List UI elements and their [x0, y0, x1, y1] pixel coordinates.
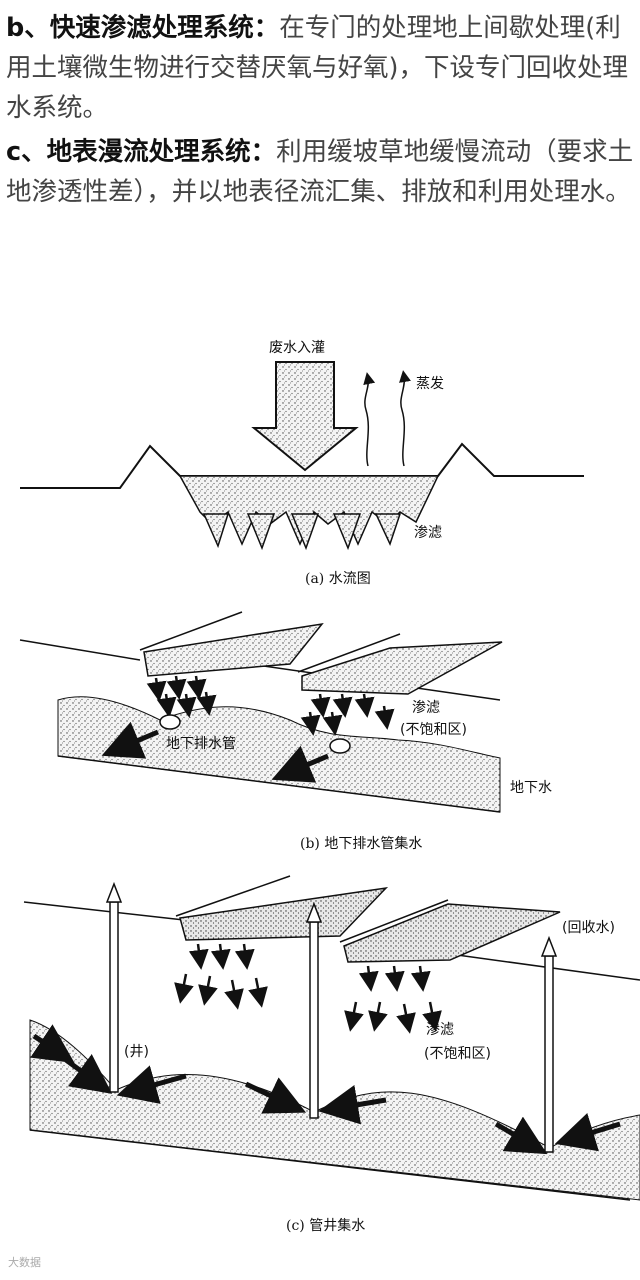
plot-b-1-edge: [139, 611, 243, 651]
text-block: b、快速渗滤处理系统：在专门的处理地上间歇处理(利用土壤微生物进行交替厌氧与好氧…: [6, 8, 636, 216]
well-pipe-2: [309, 921, 319, 1119]
caption-a: (a) 水流图: [305, 571, 371, 587]
drain-flow-arrow-2: [271, 745, 329, 783]
bottom-line-c: [29, 1129, 631, 1201]
label-unsaturated-c: (不饱和区): [424, 1046, 491, 1062]
evaporation-arrow-2: [399, 370, 411, 467]
well-pipe-1: [109, 901, 119, 1093]
label-drain-pipe: 地下排水管: [166, 736, 236, 752]
plot-c-1: [179, 886, 389, 941]
seepage-arrows-c1: [174, 943, 268, 1010]
label-seepage-b: 渗滤: [412, 700, 440, 716]
well-pipe-3: [544, 955, 554, 1153]
groundwater-flow-arrows: [30, 1024, 621, 1155]
seepage-arrows-b2: [300, 693, 395, 736]
diagram-c: (井) (回收水) 渗滤 (不饱和区) (c) 管井集水: [23, 875, 640, 1234]
paragraph-c: c、地表漫流处理系统：利用缓坡草地缓慢流动（要求土地渗透性差），并以地表径流汇集…: [6, 132, 636, 212]
evaporation-arrow-1: [363, 372, 376, 467]
well-pipes: [105, 881, 558, 1153]
label-seepage-a: 渗滤: [414, 525, 442, 541]
seepage-arrows-c2: [344, 965, 442, 1034]
plot-c-2-edge: [339, 899, 449, 943]
well-arrow-3: [540, 935, 558, 957]
diagram-b: 渗滤 (不饱和区) 地下排水管 地下水 (b) 地下排水管集水: [19, 611, 552, 852]
caption-b: (b) 地下排水管集水: [300, 835, 422, 852]
drain-pipe-1: [159, 714, 181, 730]
infiltration-basin: [178, 475, 440, 546]
plot-b-1: [143, 622, 324, 677]
label-evaporation: 蒸发: [416, 376, 444, 392]
label-unsaturated-b: (不饱和区): [400, 722, 467, 738]
paragraph-b: b、快速渗滤处理系统：在专门的处理地上间歇处理(利用土壤微生物进行交替厌氧与好氧…: [6, 8, 636, 128]
well-arrow-1: [105, 881, 123, 903]
seepage-arrows-b1: [146, 675, 217, 718]
plot-b-2: [301, 641, 503, 695]
well-arrow-2: [305, 901, 323, 923]
label-seepage-c: 渗滤: [426, 1022, 454, 1038]
paragraph-c-body: 利用缓坡草地缓慢流动（要求土地渗透性差），并以地表径流汇集、排放和利用处理水。: [6, 137, 634, 207]
plot-c-2: [343, 903, 561, 963]
seepage-teeth: [202, 513, 402, 551]
inflow-arrow: [251, 361, 359, 472]
label-recovered-water: (回收水): [562, 920, 615, 936]
groundwater-line: [57, 755, 501, 813]
caption-c: (c) 管井集水: [286, 1217, 365, 1234]
paragraph-b-heading: b、快速渗滤处理系统：: [6, 13, 280, 43]
plot-c-1-edge: [175, 875, 291, 917]
paragraph-b-body: 在专门的处理地上间歇处理(利用土壤微生物进行交替厌氧与好氧)，下设专门回收处理水…: [6, 13, 628, 123]
label-well: (井): [124, 1044, 149, 1060]
drain-flow-arrow-1: [101, 721, 159, 759]
diagram-a: 废水入灌 蒸发 渗滤 (a) 水流图: [20, 340, 584, 587]
plot-b-2-edge: [297, 633, 401, 673]
label-inflow: 废水入灌: [269, 340, 325, 356]
label-groundwater: 地下水: [510, 780, 552, 796]
paragraph-c-heading: c、地表漫流处理系统：: [6, 137, 277, 167]
watermark: 大数据: [8, 1256, 41, 1269]
drain-pipe-2: [329, 738, 351, 754]
